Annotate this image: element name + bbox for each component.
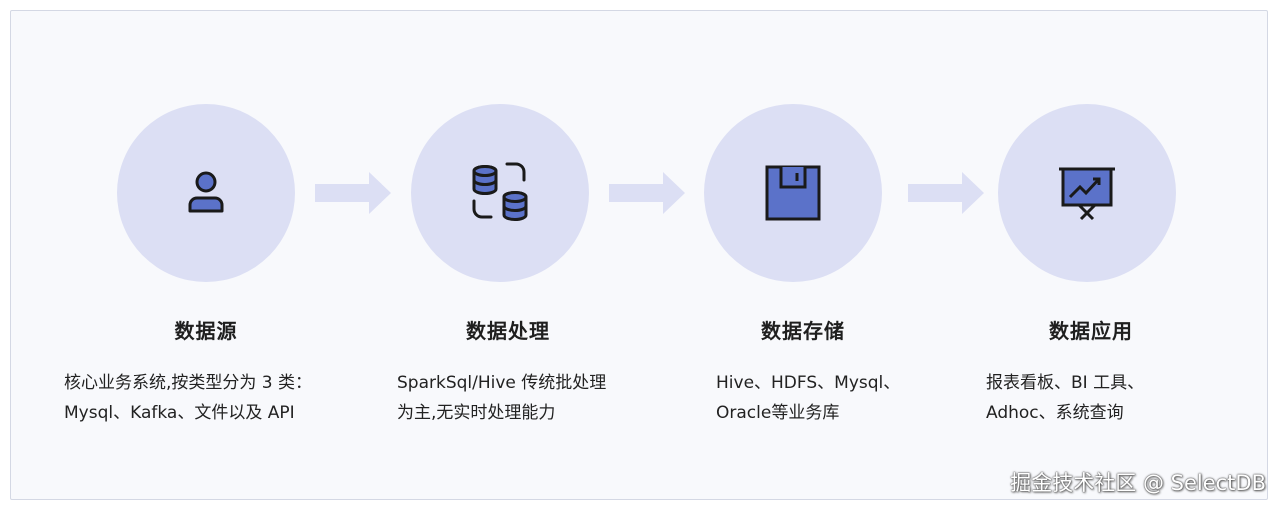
flow-arrow-3 xyxy=(908,172,984,214)
step-title-data-application: 数据应用 xyxy=(1049,319,1133,343)
desc-line: 核心业务系统,按类型分为 3 类： xyxy=(64,373,313,393)
user-icon xyxy=(188,171,224,213)
desc-line: Adhoc、系统查询 xyxy=(986,403,1124,423)
step-desc-data-storage: Hive、HDFS、Mysql、 Oracle等业务库 xyxy=(716,368,900,428)
step-circle-data-source xyxy=(117,104,295,282)
flow-arrow-1 xyxy=(315,172,391,214)
watermark: 掘金技术社区 @ SelectDB xyxy=(1010,471,1266,495)
desc-line: SparkSql/Hive 传统批处理 xyxy=(397,373,607,393)
step-circle-data-storage xyxy=(704,104,882,282)
step-circle-data-application xyxy=(998,104,1176,282)
step-title-data-storage: 数据存储 xyxy=(761,319,845,343)
step-title-data-source: 数据源 xyxy=(174,319,238,343)
step-circle-data-processing xyxy=(411,104,589,282)
floppy-disk-icon xyxy=(765,165,821,221)
step-desc-data-processing: SparkSql/Hive 传统批处理 为主,无实时处理能力 xyxy=(397,368,606,428)
step-title-data-processing: 数据处理 xyxy=(466,319,550,343)
flow-arrow-2 xyxy=(609,172,685,214)
desc-line: 报表看板、BI 工具、 xyxy=(986,373,1145,393)
desc-line: Mysql、Kafka、文件以及 API xyxy=(64,403,295,423)
step-desc-data-application: 报表看板、BI 工具、 Adhoc、系统查询 xyxy=(986,368,1144,428)
database-sync-icon xyxy=(472,162,528,221)
step-desc-data-source: 核心业务系统,按类型分为 3 类： Mysql、Kafka、文件以及 API xyxy=(64,368,312,428)
desc-line: 为主,无实时处理能力 xyxy=(397,403,556,423)
presentation-chart-icon xyxy=(1059,167,1115,221)
desc-line: Hive、HDFS、Mysql、 xyxy=(716,373,901,393)
desc-line: Oracle等业务库 xyxy=(716,403,840,423)
